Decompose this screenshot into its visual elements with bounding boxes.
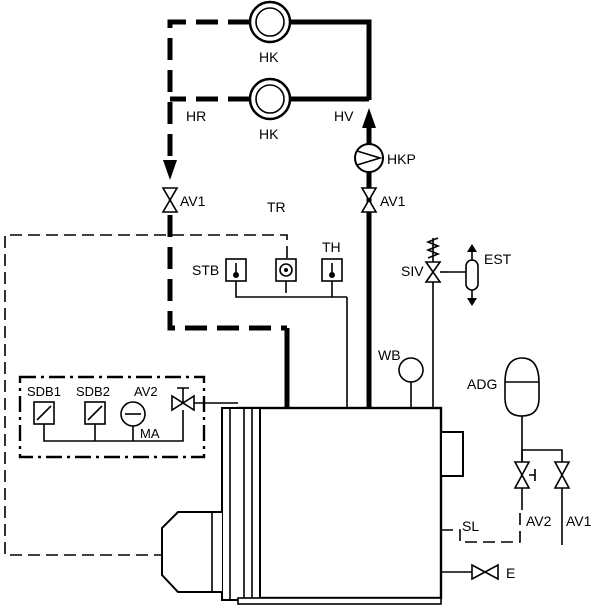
- stb-label: STB: [192, 262, 219, 278]
- return-pipe-hr: [163, 19, 290, 408]
- hkp-label: HKP: [387, 151, 416, 167]
- tr-label: TR: [267, 199, 286, 215]
- pressure-switch-sdb2-icon: [84, 401, 106, 425]
- valve-av2-right-icon: [513, 461, 536, 510]
- th-thermometer-icon: [321, 258, 348, 408]
- ma-label: MA: [140, 426, 160, 441]
- sl-label: SL: [462, 518, 479, 534]
- expansion-vessel-adg-icon: [504, 357, 540, 462]
- burner-control-group: [18, 375, 238, 459]
- hk-bottom-label: HK: [259, 126, 279, 142]
- valve-av1-right-icon: [360, 187, 378, 213]
- radiator-hk-bottom: [248, 77, 292, 121]
- siv-label: SIV: [401, 263, 424, 279]
- est-vessel-icon: [448, 244, 479, 306]
- wb-label: WB: [378, 347, 401, 363]
- boiler-body: [221, 406, 464, 605]
- valve-av2-left-icon: [171, 387, 195, 412]
- th-label: TH: [322, 239, 341, 255]
- av1-left-label: AV1: [180, 193, 206, 209]
- sdb1-label: SDB1: [27, 384, 61, 399]
- hk-top-label: HK: [259, 49, 279, 65]
- est-label: EST: [484, 251, 512, 267]
- drain-valve-e-icon: [441, 563, 499, 581]
- stb-thermometer-icon: [225, 258, 347, 298]
- av2-right-label: AV2: [526, 513, 552, 529]
- safety-valve-siv-icon: [424, 237, 448, 408]
- av1-far-right-label: AV1: [566, 513, 592, 529]
- av1-right-label: AV1: [380, 193, 406, 209]
- tr-thermostat-icon: [275, 258, 297, 297]
- safety-line-sl: [441, 510, 521, 543]
- sdb2-label: SDB2: [76, 384, 110, 399]
- valve-av1-far-right-icon: [521, 449, 571, 545]
- av2-left-label: AV2: [134, 384, 158, 399]
- pressure-switch-sdb1-icon: [33, 401, 55, 425]
- pump-hkp-icon: [354, 143, 384, 173]
- radiator-hk-top: [248, 0, 292, 44]
- hv-label: HV: [334, 108, 354, 124]
- adg-label: ADG: [467, 376, 497, 392]
- burner-unit: [161, 511, 222, 593]
- valve-av1-left-icon: [161, 187, 179, 213]
- hr-label: HR: [186, 108, 206, 124]
- manometer-ma-icon: [120, 401, 146, 427]
- e-label: E: [506, 565, 515, 581]
- supply-pipe-hv: [290, 19, 376, 408]
